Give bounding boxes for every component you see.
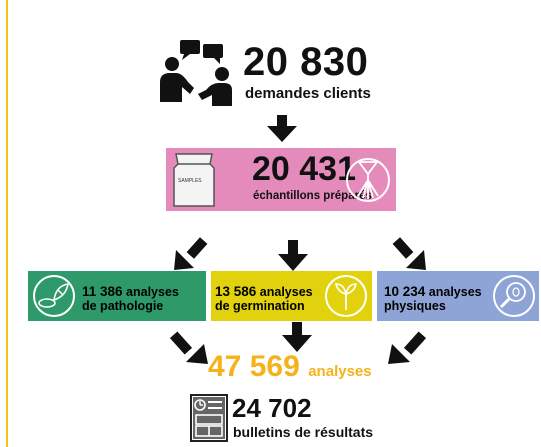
germination-count: 13 586 [215, 284, 257, 299]
pathology-box [28, 271, 206, 321]
physical-count: 10 234 [384, 284, 426, 299]
seedling-icon [325, 275, 367, 317]
arrow-down-total-icon [282, 322, 312, 352]
bulletins-count: 24 702 [232, 393, 312, 423]
germination-text: 13 586 analyses de germination [215, 284, 313, 314]
pathology-count: 11 386 [82, 284, 123, 299]
requests-count: 20 830 [243, 40, 369, 84]
germination-line1: analyses [259, 285, 313, 299]
pathology-line1: analyses [126, 285, 179, 299]
physical-line1: analyses [428, 285, 482, 299]
accent-line [6, 0, 8, 447]
physical-text: 10 234 analyses physiques [384, 284, 482, 314]
magnifier-seed-icon [493, 275, 535, 317]
germination-line2: de germination [215, 299, 305, 313]
report-document-icon [190, 394, 228, 442]
bulletins-label: bulletins de résultats [233, 424, 374, 440]
arrow-down-center-icon [278, 240, 308, 271]
total-label: analyses [308, 363, 372, 380]
arrow-converge-right-icon [388, 331, 427, 364]
seed-sorter-icon [346, 158, 390, 202]
total-analyses: 47 569 analyses [208, 350, 372, 384]
physical-line2: physiques [384, 299, 446, 313]
petri-dish-leaf-icon [33, 275, 75, 317]
people-conversation-icon [160, 40, 232, 106]
arrow-down-icon [267, 115, 297, 142]
arrow-diag-left-icon [174, 237, 208, 270]
samples-bag-icon [173, 153, 215, 207]
requests-label: demandes clients [245, 85, 371, 102]
physical-box [377, 271, 539, 321]
arrow-converge-left-icon [169, 331, 208, 364]
pathology-text: 11 386 analyses de pathologie [82, 284, 179, 314]
total-count: 47 569 [208, 350, 300, 383]
samples-count: 20 431 [252, 150, 356, 188]
arrow-diag-right-icon [392, 237, 426, 270]
samples-bag-label: SAMPLES [178, 178, 202, 184]
samples-label: échantillons préparés [253, 190, 372, 202]
pathology-line2: de pathologie [82, 299, 164, 313]
